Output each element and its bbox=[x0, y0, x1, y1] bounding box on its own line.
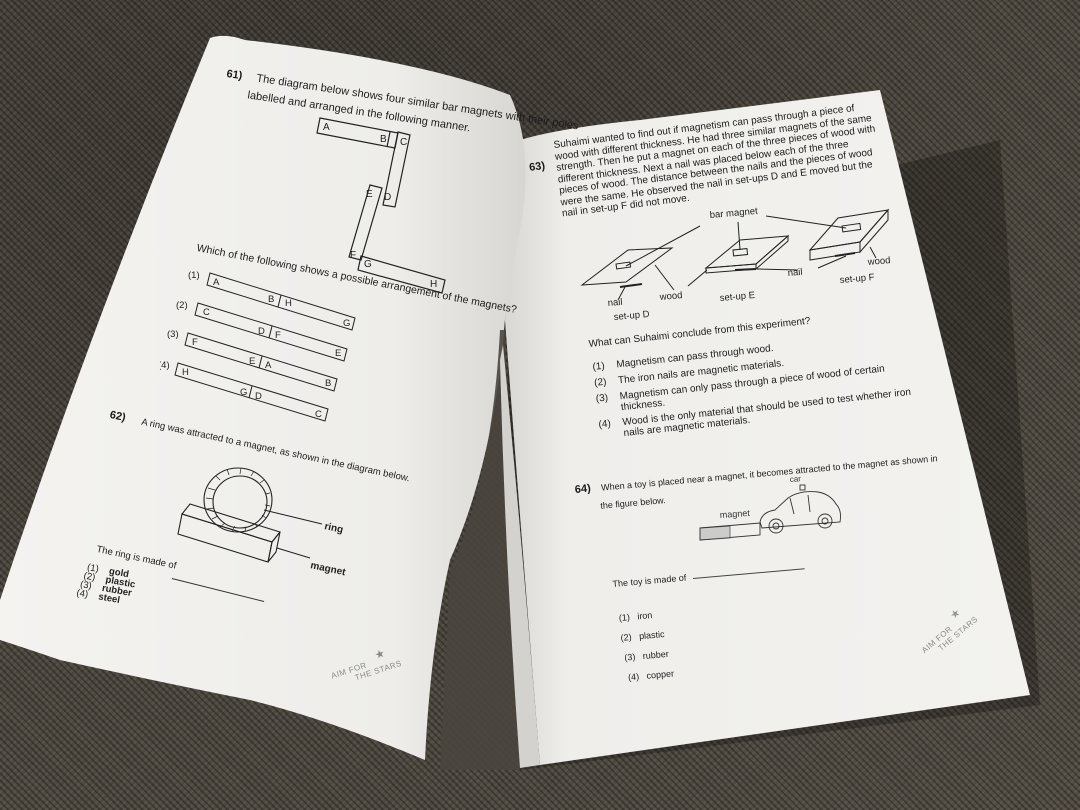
q64-option-4[interactable]: (4) copper bbox=[627, 668, 675, 683]
ring-icon bbox=[203, 467, 273, 533]
label-c: C bbox=[400, 137, 407, 148]
label-a: A bbox=[323, 122, 330, 133]
label-f: F bbox=[350, 250, 356, 261]
label-d: D bbox=[384, 192, 391, 203]
svg-text:A: A bbox=[213, 277, 220, 288]
nail-ef-label: nail bbox=[787, 267, 803, 279]
q64-stem-line2: the figure below. bbox=[599, 495, 667, 511]
svg-text:B: B bbox=[325, 378, 331, 389]
svg-text:(2): (2) bbox=[176, 300, 188, 311]
svg-text:F: F bbox=[275, 330, 281, 341]
ring-label: ring bbox=[323, 521, 344, 536]
q61-number: 61) bbox=[225, 67, 244, 83]
label-e: E bbox=[366, 189, 373, 200]
svg-text:C: C bbox=[203, 307, 210, 318]
q64-car-magnet-diagram: magnet car bbox=[699, 474, 841, 541]
q62-ring-magnet-diagram: ring magnet bbox=[177, 467, 347, 578]
toy-car-icon bbox=[759, 484, 841, 534]
q64-number: 64) bbox=[574, 482, 592, 496]
nail-d-label: nail bbox=[607, 297, 623, 309]
label-h: H bbox=[430, 279, 437, 290]
magnet-d-icon bbox=[615, 261, 632, 270]
label-b: B bbox=[380, 134, 387, 145]
nail-d-icon bbox=[619, 283, 643, 288]
setup-e-label: set-up E bbox=[719, 290, 755, 304]
q61-option-1[interactable]: (1) A B H G bbox=[188, 270, 356, 331]
bar-magnet-label: bar magnet bbox=[709, 206, 758, 221]
magnet-label: magnet bbox=[309, 560, 347, 578]
svg-text:C: C bbox=[315, 409, 322, 420]
q61-option-3[interactable]: (3) F E A B bbox=[167, 329, 338, 392]
q61-options: (1) A B H G (2) C D F E (3) bbox=[160, 270, 356, 422]
wood-de-label: wood bbox=[658, 290, 683, 303]
svg-text:D: D bbox=[258, 326, 265, 337]
magnet-label: magnet bbox=[719, 508, 750, 520]
svg-text:D: D bbox=[255, 391, 262, 402]
wood-f-label: wood bbox=[866, 255, 891, 268]
q61-option-2[interactable]: (2) C D F E bbox=[176, 300, 348, 362]
q63-setup-diagram: bar magnet nail wood set-up D set-up E n… bbox=[580, 206, 891, 323]
svg-text:G: G bbox=[343, 318, 350, 329]
q61-magnet-arrangement-diagram: A B C D E F G H bbox=[316, 117, 446, 294]
car-label: car bbox=[790, 474, 802, 484]
q62-options: (1) gold (2) plastic (3) rubber (4) stee… bbox=[76, 562, 138, 607]
nail-f-icon bbox=[834, 252, 856, 257]
wood-d-icon bbox=[580, 247, 674, 286]
svg-text:G: G bbox=[240, 387, 247, 398]
nail-e-icon bbox=[734, 268, 757, 271]
setup-f-label: set-up F bbox=[839, 272, 875, 286]
q64-options: (1) iron (2) plastic (3) rubber (4) copp… bbox=[618, 604, 675, 688]
svg-text:H: H bbox=[182, 367, 189, 378]
left-page bbox=[0, 35, 526, 760]
svg-text:(3): (3) bbox=[167, 329, 179, 340]
right-page bbox=[505, 90, 1030, 765]
svg-text:H: H bbox=[285, 298, 292, 309]
label-g: G bbox=[364, 259, 372, 270]
setup-d-label: set-up D bbox=[613, 309, 650, 323]
q61-option-4[interactable]: (4) H G D C bbox=[160, 360, 329, 422]
svg-text:E: E bbox=[335, 348, 341, 359]
svg-text:E: E bbox=[249, 356, 255, 367]
svg-text:(4): (4) bbox=[160, 360, 170, 371]
svg-text:A: A bbox=[265, 360, 272, 371]
magnet-f-icon bbox=[841, 222, 862, 233]
q63-number: 63) bbox=[528, 160, 546, 174]
svg-text:B: B bbox=[268, 294, 274, 305]
svg-text:F: F bbox=[192, 337, 198, 348]
q62-number: 62) bbox=[108, 408, 127, 424]
svg-text:(1): (1) bbox=[188, 270, 200, 281]
